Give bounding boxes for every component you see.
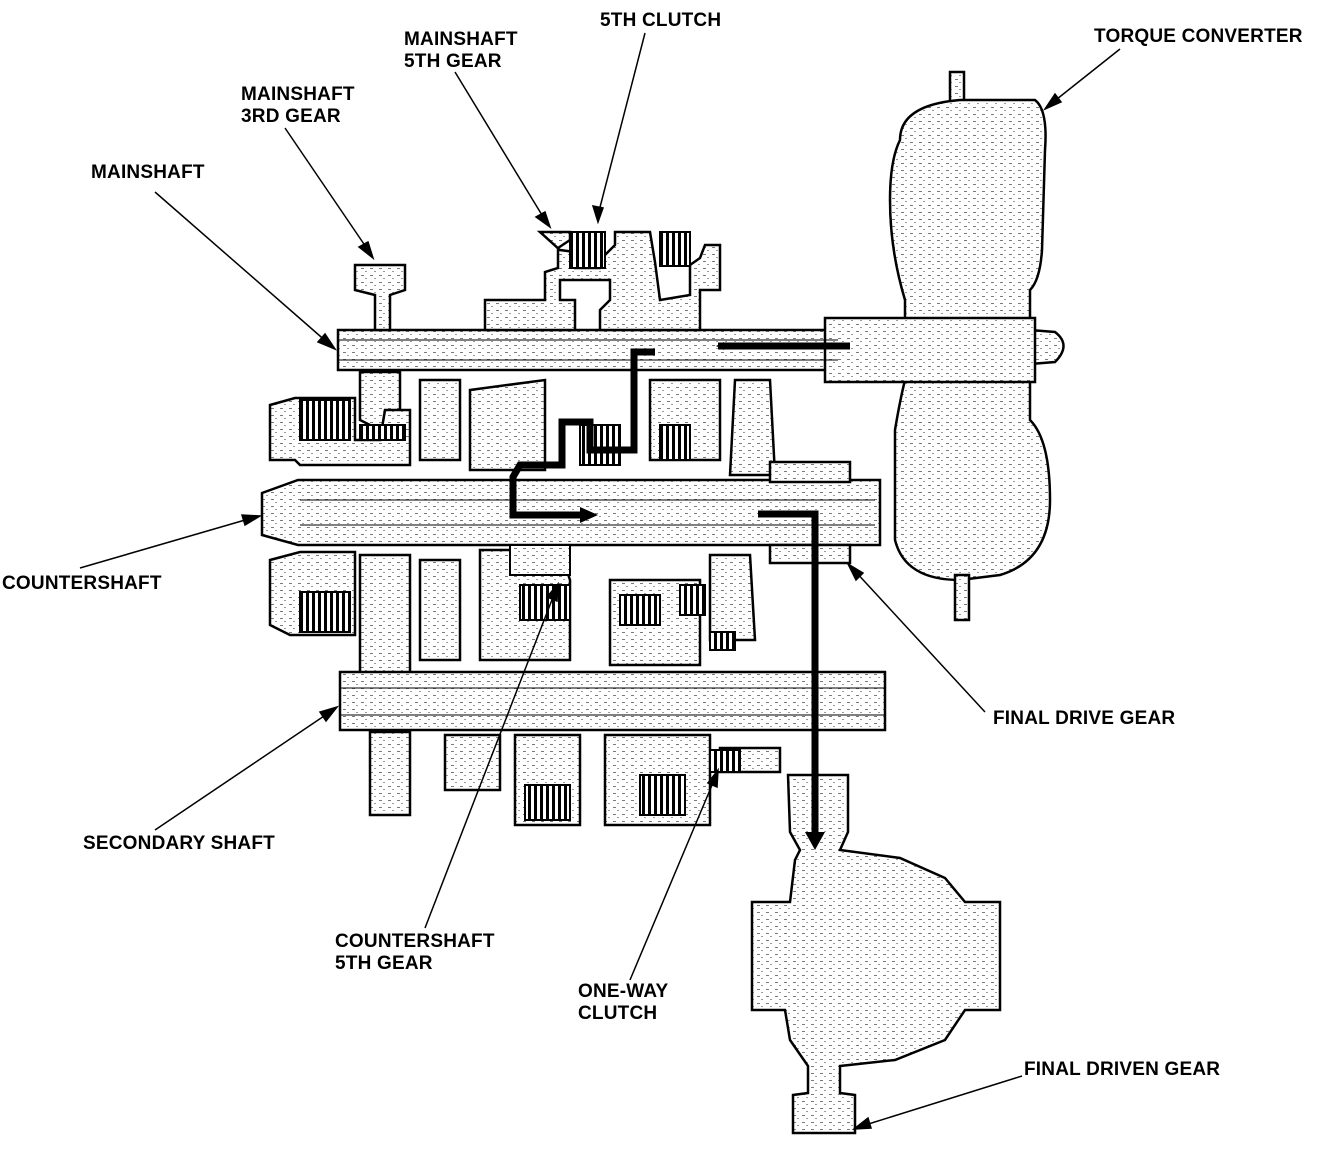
secondary-clutch-packs xyxy=(524,774,686,821)
mainshaft xyxy=(336,316,1037,384)
final-drive-gear xyxy=(768,460,852,565)
secondary-shaft-gears xyxy=(368,730,782,827)
label-secondary-shaft: SECONDARY SHAFT xyxy=(83,833,275,854)
5th-clutch xyxy=(569,231,691,269)
label-mainshaft-5th-gear-line2: 5TH GEAR xyxy=(404,51,502,72)
label-mainshaft-3rd-gear: MAINSHAFT 3RD GEAR xyxy=(241,84,355,128)
mainshaft-5th-gear xyxy=(483,230,722,332)
power-flow-path xyxy=(509,342,850,850)
lower-clutch-packs xyxy=(299,584,736,651)
label-final-driven-gear: FINAL DRIVEN GEAR xyxy=(1024,1059,1221,1080)
label-countershaft-5th-gear-line1: COUNTERSHAFT xyxy=(335,931,495,952)
label-countershaft-5th-gear: COUNTERSHAFT 5TH GEAR xyxy=(335,931,495,975)
label-mainshaft-3rd-gear-line1: MAINSHAFT xyxy=(241,84,355,105)
label-torque-converter: TORQUE CONVERTER xyxy=(1094,26,1303,47)
label-mainshaft-5th-gear: MAINSHAFT 5TH GEAR xyxy=(404,29,518,73)
one-way-clutch xyxy=(709,749,741,773)
label-countershaft-5th-gear-line2: 5TH GEAR xyxy=(335,953,433,974)
label-mainshaft: MAINSHAFT xyxy=(91,162,205,183)
secondary-shaft xyxy=(338,670,887,732)
label-final-drive-gear: FINAL DRIVE GEAR xyxy=(993,708,1176,729)
label-mainshaft-5th-gear-line1: MAINSHAFT xyxy=(404,29,518,50)
label-one-way-clutch-line1: ONE-WAY xyxy=(578,981,669,1002)
leader-lines xyxy=(79,32,1121,1130)
countershaft-5th-gear xyxy=(509,544,571,621)
final-driven-gear xyxy=(750,773,1002,1135)
label-5th-clutch: 5TH CLUTCH xyxy=(600,10,722,31)
label-mainshaft-3rd-gear-line2: 3RD GEAR xyxy=(241,106,341,127)
label-one-way-clutch: ONE-WAY CLUTCH xyxy=(578,981,668,1025)
label-one-way-clutch-line2: CLUTCH xyxy=(578,1003,658,1024)
label-countershaft: COUNTERSHAFT xyxy=(2,573,162,594)
